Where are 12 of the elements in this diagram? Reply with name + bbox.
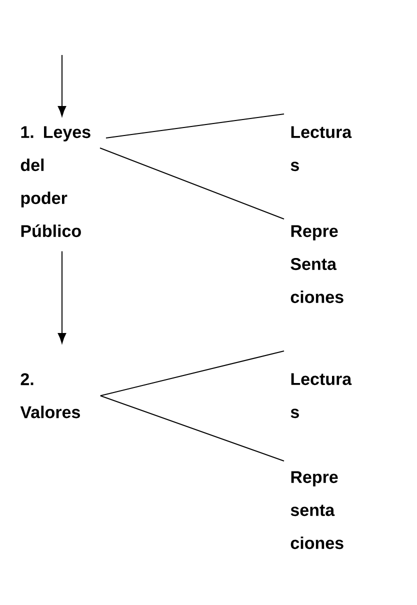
connector-line <box>100 350 284 396</box>
connector-line <box>100 148 284 220</box>
arrow <box>58 250 66 344</box>
text-label: Lectura s <box>290 126 352 172</box>
text-label: 2. Valores <box>20 373 80 418</box>
text-label: Repre senta ciones <box>290 471 344 550</box>
connector-line <box>106 114 284 138</box>
text-label: 1. Leyes del poder Público <box>20 126 90 238</box>
text-label: Lectura s <box>290 373 352 418</box>
text-label: Repre Senta ciones <box>290 225 344 304</box>
arrow <box>58 54 66 116</box>
connector-line <box>100 395 284 462</box>
